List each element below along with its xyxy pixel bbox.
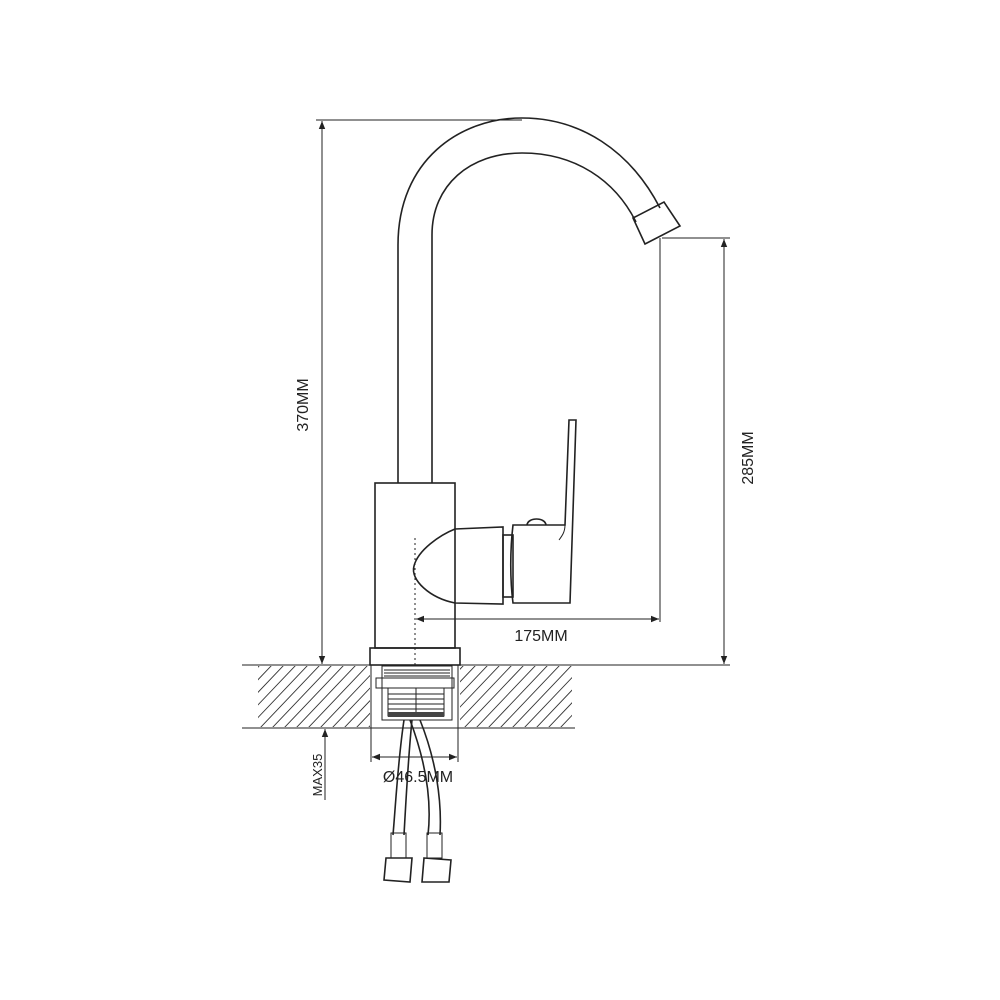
hatch-line [523, 666, 572, 727]
hatch-line [319, 666, 381, 727]
hatch-line [439, 666, 501, 727]
hatch-line [403, 666, 465, 727]
hatch-line [307, 666, 369, 727]
hatch-line [499, 666, 561, 727]
hatch-line [608, 665, 668, 728]
label-285mm: 285MM [740, 431, 757, 484]
hatch-line [415, 666, 477, 727]
hatch-line [559, 666, 572, 727]
hatch-line [547, 666, 572, 727]
hose-nut-right [421, 857, 452, 883]
label-diameter: Ø46.5MM [383, 769, 453, 786]
hatch-line [620, 665, 680, 728]
dimension-spout-height: 285MM [662, 237, 757, 664]
hatch-line [271, 666, 333, 727]
dimension-max-thickness: MAX35 [310, 729, 329, 800]
dimension-total-height: 370MM [295, 119, 522, 664]
hatch-line [355, 666, 417, 727]
hatch-line [596, 665, 656, 728]
dimension-base-diameter: Ø46.5MM [370, 665, 459, 786]
dimension-spout-reach: 175MM [416, 238, 661, 645]
label-max35: MAX35 [310, 754, 325, 797]
hatch-line [331, 666, 393, 727]
hatch-line [584, 665, 644, 728]
hatch-line [258, 666, 261, 727]
hatch-line [258, 666, 285, 727]
supply-hoses [383, 719, 452, 883]
hatch-line [258, 666, 273, 727]
hatch-line [511, 666, 572, 727]
lever-handle [412, 419, 577, 605]
hatch-line [258, 666, 309, 727]
hatch-line [367, 666, 429, 727]
hatch-line [475, 666, 537, 727]
hatch-line [283, 666, 345, 727]
label-175mm: 175MM [514, 628, 567, 645]
hatch-line [343, 666, 405, 727]
aerator-nozzle [631, 200, 682, 246]
spout [397, 117, 682, 483]
base-ring [369, 647, 461, 666]
hatch-line [463, 666, 525, 727]
hatch-line [295, 666, 357, 727]
hatch-line [632, 665, 692, 728]
hatch-line [391, 666, 453, 727]
hatch-line [379, 666, 441, 727]
hatch-line [451, 666, 513, 727]
hatch-line [535, 666, 572, 727]
mounting-shank [375, 665, 455, 721]
label-370mm: 370MM [295, 378, 312, 431]
hatch-line [259, 666, 321, 727]
countertop-section [242, 664, 730, 729]
hose-nut-left [383, 857, 413, 883]
hatch-line [258, 666, 297, 727]
hatch-line [571, 666, 572, 727]
hatch-line [487, 666, 549, 727]
